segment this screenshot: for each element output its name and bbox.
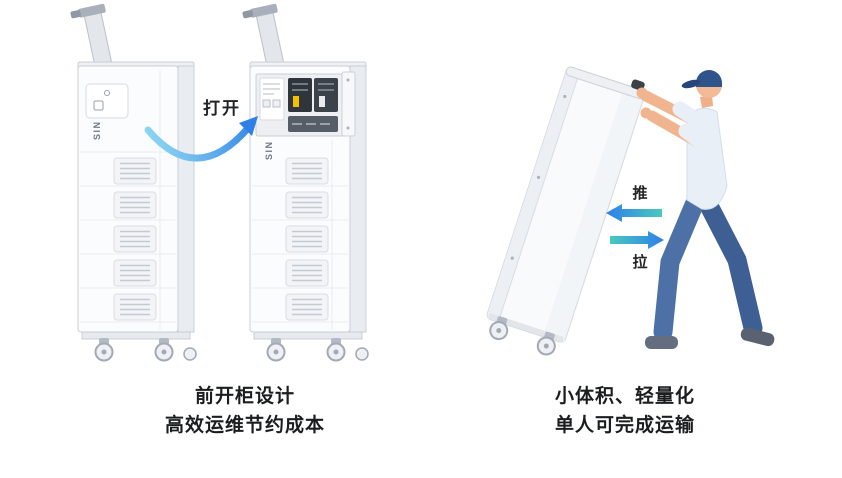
worker-back-shoe (740, 327, 775, 347)
caster-wheel-icon (94, 337, 114, 362)
open-arrow-icon (144, 116, 258, 162)
breaker-switch-icon (293, 96, 299, 107)
pull-arrow-icon (610, 231, 664, 249)
panel-button-icon (93, 100, 104, 111)
rear-foot-icon (355, 347, 369, 361)
right-feature-caption: 小体积、轻量化 单人可完成运输 (505, 382, 745, 440)
cabinet-open: SIN (242, 3, 369, 362)
breaker-module-icon (314, 78, 338, 112)
vent-grille (113, 191, 157, 219)
breaker-module-icon (288, 78, 312, 112)
open-compartment (255, 71, 356, 137)
vent-grille (285, 259, 329, 287)
indicator-dot-icon (104, 90, 110, 96)
cabinet-model-label: SIN (264, 140, 274, 160)
right-caption-line1: 小体积、轻量化 (554, 386, 695, 407)
left-feature-caption: 前开柜设计 高效运维节约成本 (120, 382, 370, 440)
module-separators (80, 70, 176, 330)
push-arrow-icon (606, 204, 662, 222)
left-caption-line1: 前开柜设计 (194, 386, 295, 407)
vent-grille (285, 191, 329, 219)
worker-hand (640, 107, 652, 119)
vent-grille (285, 225, 329, 253)
open-door-edge (341, 71, 356, 137)
worker-cap-icon (696, 70, 722, 87)
vent-grille (113, 293, 157, 321)
open-action-label: 打开 (203, 99, 241, 118)
push-action-label: 推 (632, 185, 648, 202)
caster-wheel-icon (326, 337, 346, 362)
cabinet-model-label: SIN (92, 120, 102, 140)
cabinet-side-face (177, 65, 195, 333)
worker-front-leg (653, 195, 704, 342)
worker-back-leg (696, 190, 763, 338)
vent-grille (113, 225, 157, 253)
rear-foot-icon (183, 347, 197, 361)
worker-sleeve (672, 101, 706, 129)
vent-grille (285, 293, 329, 321)
right-caption-line2: 单人可完成运输 (554, 415, 695, 436)
worker-cap-brim-icon (681, 79, 701, 89)
breaker-switch-icon (319, 96, 325, 107)
caster-wheel-icon (154, 337, 174, 362)
caster-wheel-icon (266, 337, 286, 362)
worker (636, 70, 775, 349)
vent-grille (113, 259, 157, 287)
pull-action-label: 拉 (632, 254, 648, 271)
module-separators (252, 140, 348, 330)
cabinet-closed: SIN (70, 3, 197, 362)
left-caption-line2: 高效运维节约成本 (164, 415, 325, 436)
tilted-cabinet (486, 66, 646, 358)
cabinet-base (81, 331, 191, 340)
vent-grille (113, 157, 157, 185)
vent-grille (285, 157, 329, 185)
cabinet-base (253, 331, 363, 340)
worker-front-shoe (645, 336, 678, 349)
control-panel (85, 83, 129, 119)
worker-hand (636, 87, 648, 99)
worker-neck (700, 95, 713, 108)
exhaust-pipe-icon (242, 3, 285, 72)
worker-sleeve (678, 123, 710, 151)
